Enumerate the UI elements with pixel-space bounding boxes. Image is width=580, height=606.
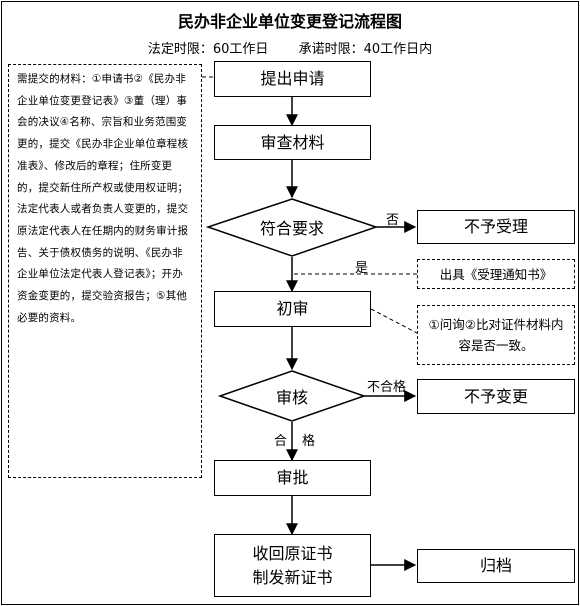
label-pass: 合格 bbox=[274, 434, 331, 449]
time-limits: 法定时限：60工作日 承诺时限：40工作日内 bbox=[0, 38, 580, 57]
outcome-reject-acceptance: 不予受理 bbox=[417, 210, 575, 244]
decision-meets-requirements bbox=[205, 198, 379, 257]
step-preliminary-review: 初审 bbox=[214, 291, 371, 327]
decision-meets-requirements-label: 符合要求 bbox=[259, 219, 324, 238]
certificate-line-2: 制发新证书 bbox=[252, 567, 333, 587]
diagram-title: 民办非企业单位变更登记流程图 bbox=[177, 12, 402, 31]
step-certificate: 收回原证书 制发新证书 bbox=[214, 534, 371, 597]
decision-audit bbox=[217, 370, 367, 422]
step-approve: 审批 bbox=[214, 460, 371, 496]
outcome-archive: 归档 bbox=[417, 549, 575, 583]
legal-time-limit: 法定时限：60工作日 bbox=[147, 42, 269, 57]
preliminary-note: ①问询②比对证件材料内容是否一致。 bbox=[417, 305, 575, 365]
certificate-line-1: 收回原证书 bbox=[252, 543, 333, 563]
decision-audit-label: 审核 bbox=[275, 388, 308, 407]
outcome-reject-change: 不予变更 bbox=[417, 379, 575, 414]
dash-preliminary-to-note bbox=[370, 308, 418, 334]
label-no: 否 bbox=[386, 213, 400, 228]
label-fail: 不合格 bbox=[367, 380, 407, 395]
step-submit-application: 提出申请 bbox=[214, 61, 371, 97]
materials-note: 需提交的材料：①申请书②《民办非企业单位变更登记表》③董（理）事会的决议④名称、… bbox=[8, 64, 202, 478]
promised-time-limit: 承诺时限：40工作日内 bbox=[298, 42, 433, 57]
step-review-materials: 审查材料 bbox=[214, 125, 371, 160]
outcome-acceptance-notice: 出具《受理通知书》 bbox=[417, 259, 575, 289]
label-yes: 是 bbox=[355, 261, 369, 276]
